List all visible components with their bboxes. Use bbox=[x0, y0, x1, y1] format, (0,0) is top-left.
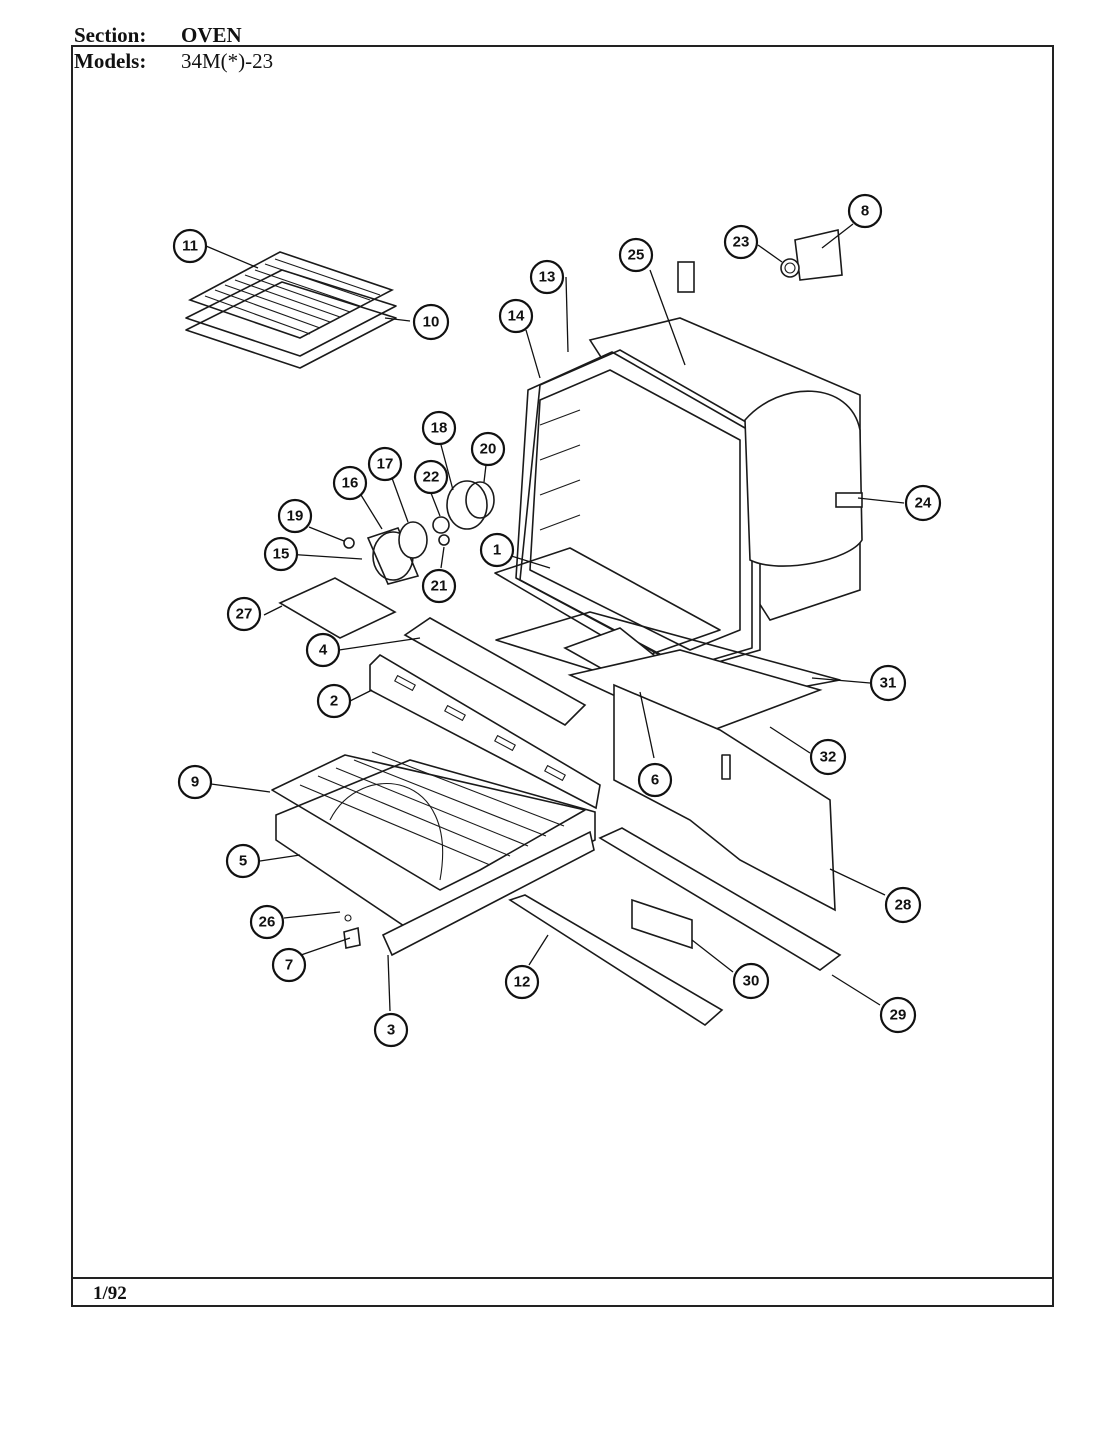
callout-11: 11 bbox=[172, 228, 208, 264]
callout-18-label: 18 bbox=[431, 420, 448, 437]
callout-23: 23 bbox=[723, 224, 759, 260]
callout-16: 16 bbox=[332, 465, 368, 501]
callout-17-label: 17 bbox=[377, 456, 394, 473]
callout-3: 3 bbox=[373, 1012, 409, 1048]
cover-plate bbox=[278, 577, 397, 639]
callout-7: 7 bbox=[271, 947, 307, 983]
oven-light-parts bbox=[343, 480, 495, 585]
callout-21: 21 bbox=[421, 568, 457, 604]
callout-25: 25 bbox=[618, 237, 654, 273]
callout-16-label: 16 bbox=[342, 475, 359, 492]
models-value: 34M(*)-23 bbox=[181, 49, 274, 73]
callout-18: 18 bbox=[421, 410, 457, 446]
broiler-pan-parts bbox=[185, 251, 397, 369]
callout-22: 22 bbox=[413, 459, 449, 495]
section-header: Section: OVEN bbox=[74, 24, 242, 46]
section-value: OVEN bbox=[181, 23, 242, 47]
callout-5-label: 5 bbox=[239, 853, 247, 870]
callout-24-label: 24 bbox=[915, 495, 932, 512]
callout-32: 32 bbox=[809, 738, 847, 776]
footer-divider bbox=[71, 1277, 1054, 1279]
callout-15: 15 bbox=[263, 536, 299, 572]
callout-32-label: 32 bbox=[820, 749, 837, 766]
callout-22-label: 22 bbox=[423, 469, 440, 486]
callout-10: 10 bbox=[412, 303, 450, 341]
callout-17: 17 bbox=[367, 446, 403, 482]
footer-date: 1/92 bbox=[93, 1283, 127, 1304]
models-label: Models: bbox=[74, 49, 147, 73]
rear-panels-and-brackets bbox=[343, 683, 842, 1026]
callout-31-label: 31 bbox=[880, 675, 897, 692]
callout-9-label: 9 bbox=[191, 774, 199, 791]
callout-20: 20 bbox=[470, 431, 506, 467]
callout-26-label: 26 bbox=[259, 914, 276, 931]
models-header: Models: 34M(*)-23 bbox=[74, 50, 273, 72]
callout-20-label: 20 bbox=[480, 441, 497, 458]
callout-8: 8 bbox=[847, 193, 883, 229]
rack-and-burner bbox=[271, 751, 596, 931]
diagram-frame bbox=[71, 45, 1054, 1307]
callout-29: 29 bbox=[879, 996, 917, 1034]
callout-27: 27 bbox=[226, 596, 262, 632]
callout-24: 24 bbox=[904, 484, 942, 522]
section-label: Section: bbox=[74, 23, 147, 47]
callout-19-label: 19 bbox=[287, 508, 304, 525]
callout-13: 13 bbox=[529, 259, 565, 295]
callout-7-label: 7 bbox=[285, 957, 293, 974]
oven-cavity-parts bbox=[494, 261, 863, 671]
callout-6: 6 bbox=[637, 762, 673, 798]
callout-11-label: 11 bbox=[182, 238, 198, 255]
callout-2-label: 2 bbox=[330, 693, 338, 710]
callout-12: 12 bbox=[504, 964, 540, 1000]
callout-10-label: 10 bbox=[423, 314, 440, 331]
bracket-and-knob bbox=[780, 229, 843, 281]
callout-2: 2 bbox=[316, 683, 352, 719]
vent-channels bbox=[369, 617, 601, 810]
callout-13-label: 13 bbox=[539, 269, 556, 286]
callout-15-label: 15 bbox=[273, 546, 290, 563]
leader-lines bbox=[205, 223, 905, 1012]
callout-12-label: 12 bbox=[514, 974, 531, 991]
callout-9: 9 bbox=[177, 764, 213, 800]
callout-3-label: 3 bbox=[387, 1022, 395, 1039]
callout-30: 30 bbox=[732, 962, 770, 1000]
callout-4: 4 bbox=[305, 632, 341, 668]
callout-29-label: 29 bbox=[890, 1007, 907, 1024]
callout-26: 26 bbox=[249, 904, 285, 940]
callout-1-label: 1 bbox=[493, 542, 501, 559]
callout-8-label: 8 bbox=[861, 203, 869, 220]
callout-23-label: 23 bbox=[733, 234, 750, 251]
callout-5: 5 bbox=[225, 843, 261, 879]
callout-28: 28 bbox=[884, 886, 922, 924]
callout-1: 1 bbox=[479, 532, 515, 568]
callout-30-label: 30 bbox=[743, 973, 760, 990]
callout-28-label: 28 bbox=[895, 897, 912, 914]
callout-14-label: 14 bbox=[508, 308, 525, 325]
callout-25-label: 25 bbox=[628, 247, 645, 264]
callout-6-label: 6 bbox=[651, 772, 659, 789]
callout-31: 31 bbox=[869, 664, 907, 702]
callout-14: 14 bbox=[498, 298, 534, 334]
callout-19: 19 bbox=[277, 498, 313, 534]
callout-27-label: 27 bbox=[236, 606, 253, 623]
callout-21-label: 21 bbox=[431, 578, 448, 595]
callout-4-label: 4 bbox=[319, 642, 328, 659]
